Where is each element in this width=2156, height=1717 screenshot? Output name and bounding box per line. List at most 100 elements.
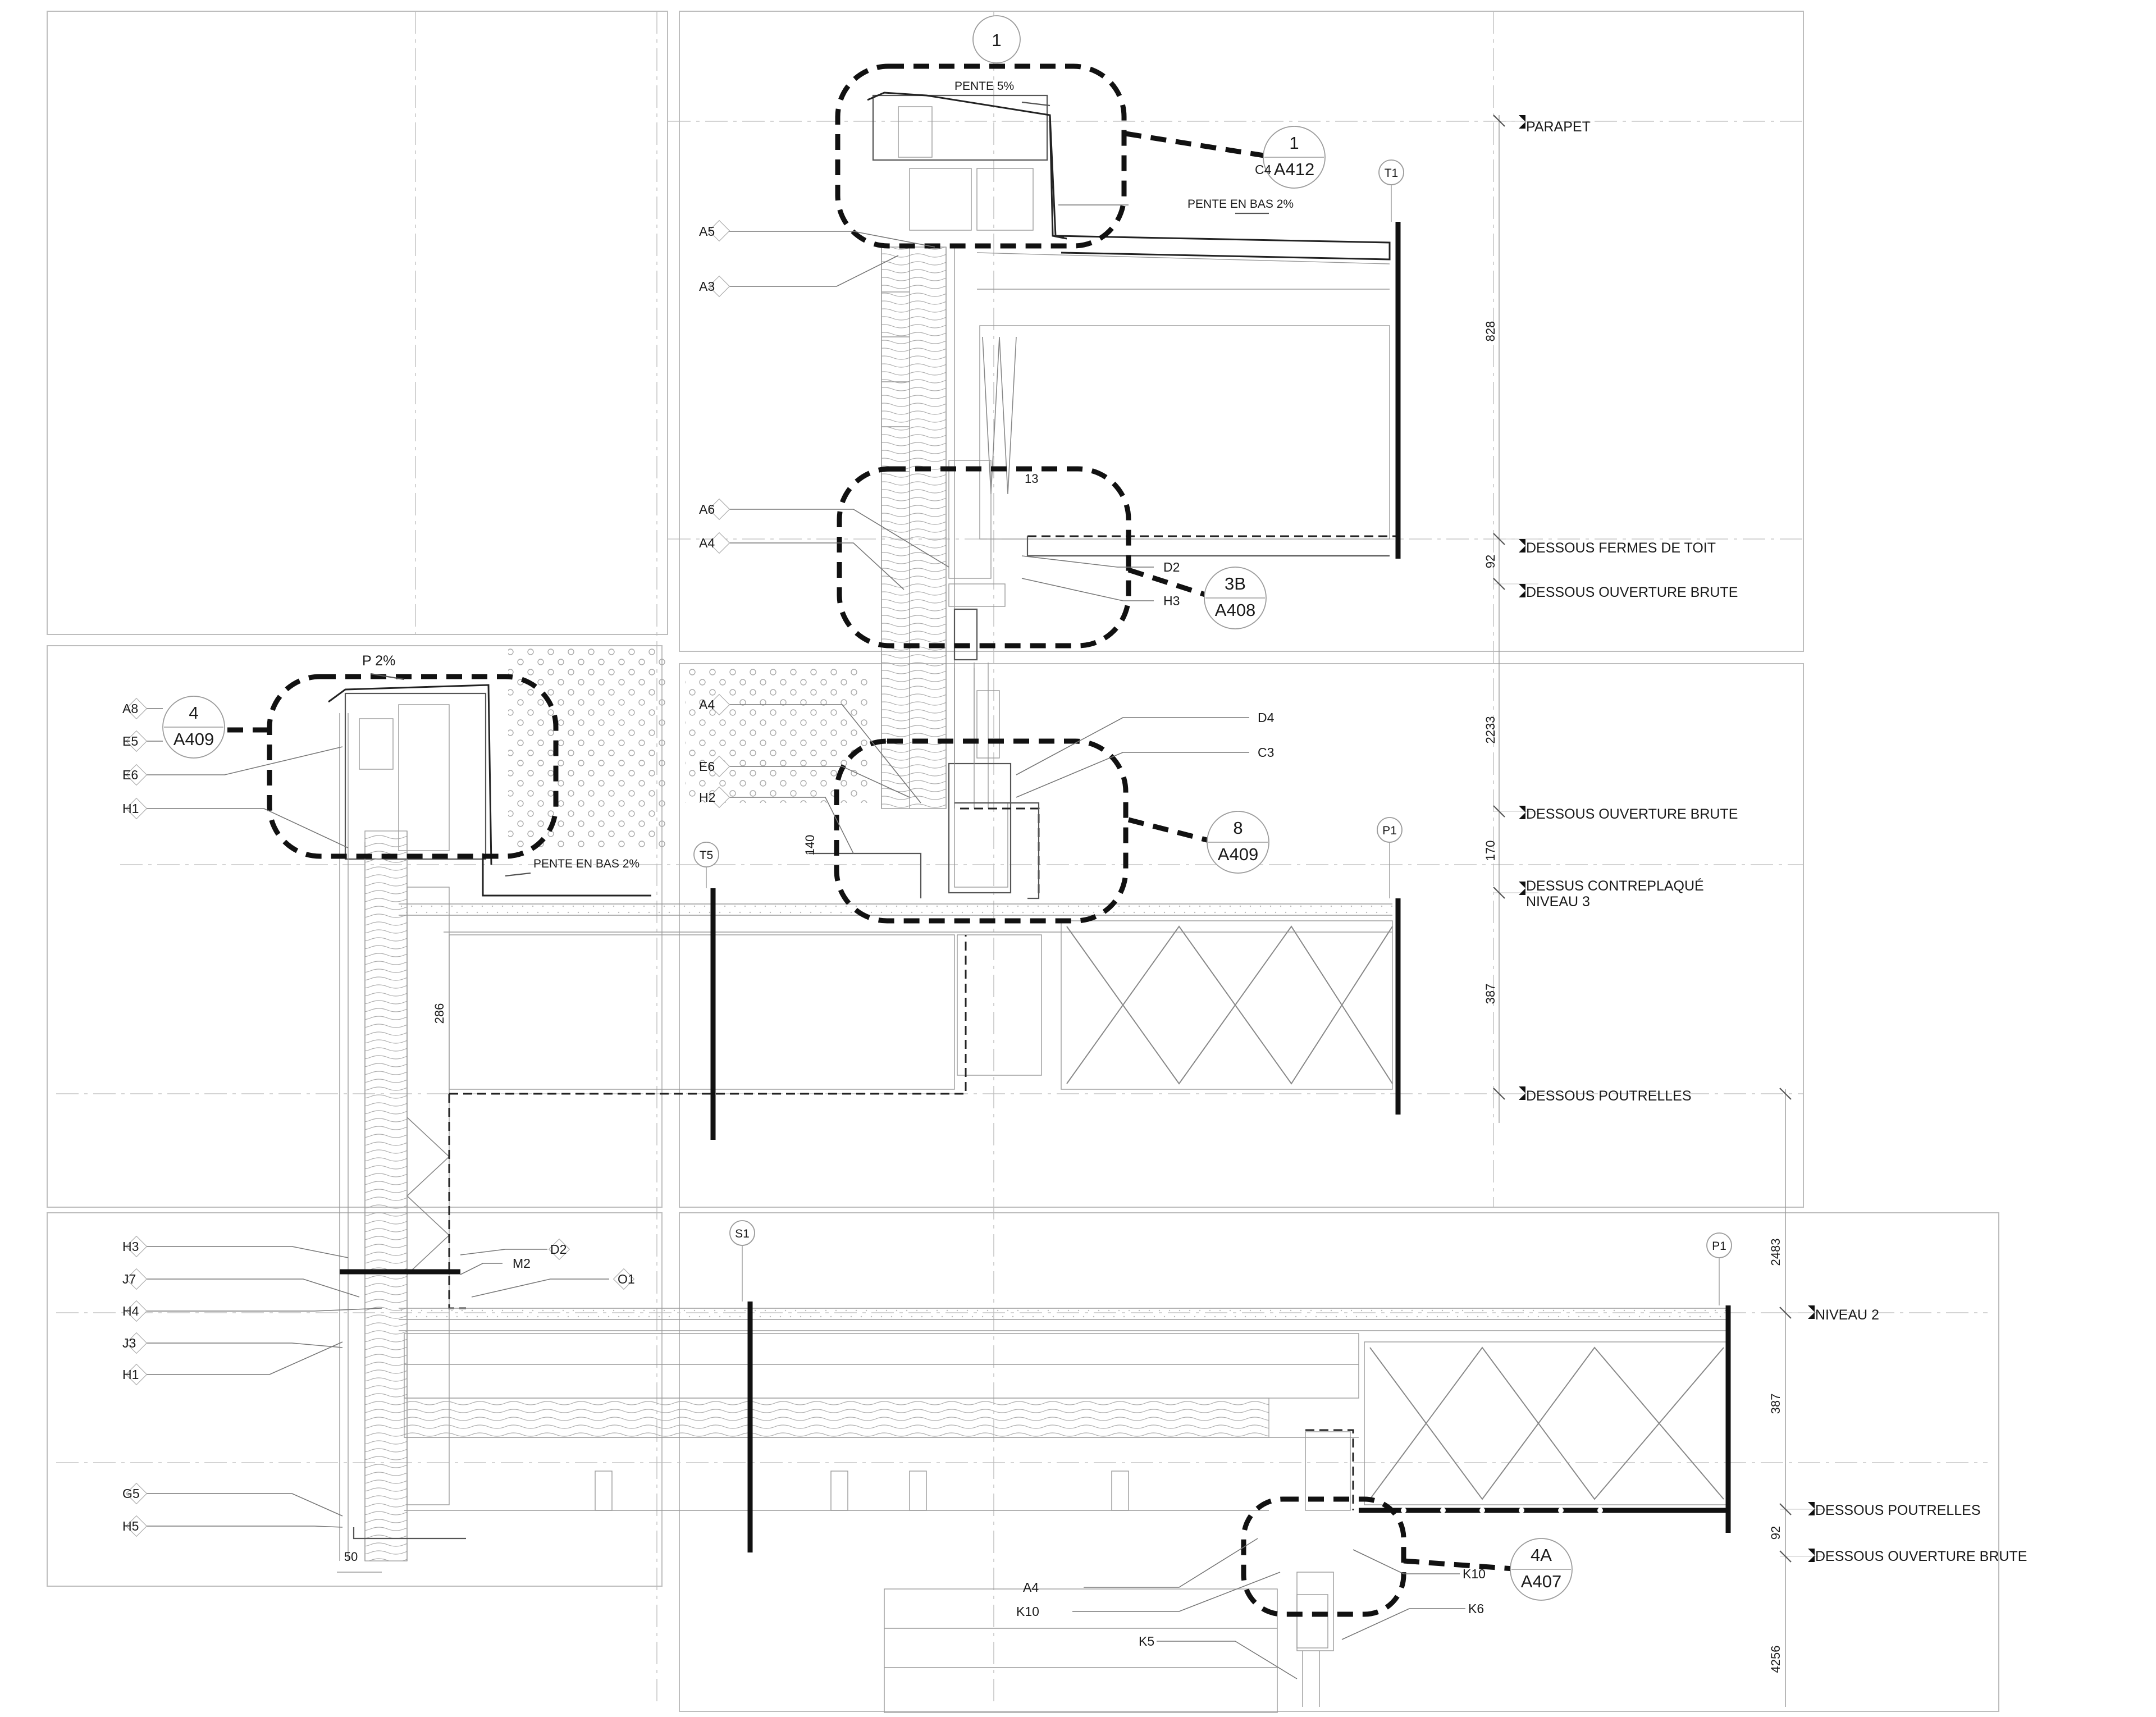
- grid-markers: T1 T5 P1 P1 S1: [693, 159, 1732, 1305]
- dimension-text: 828 92 2233 170 387 2483 387 92 4256 13 …: [337, 321, 1783, 1673]
- level-ouverture-upper: DESSOUS OUVERTURE BRUTE: [1526, 584, 1738, 600]
- dim-387-lower: 387: [1769, 1394, 1783, 1414]
- dim-92-upper: 92: [1483, 555, 1497, 568]
- grid-marker-p1-lower: P1: [1706, 1232, 1732, 1305]
- callout-number: 3B: [1225, 574, 1246, 593]
- tag-j3: J3: [122, 1336, 136, 1350]
- tag-h5: H5: [122, 1519, 139, 1533]
- dim-2483: 2483: [1769, 1239, 1783, 1266]
- sheet-panels: [47, 11, 1999, 1712]
- tag-a8: A8: [122, 701, 138, 716]
- callout-8-a409[interactable]: 8 A409: [1207, 811, 1269, 874]
- dim-4256: 4256: [1769, 1646, 1783, 1673]
- tag-a5: A5: [699, 224, 715, 239]
- dim-140: 140: [803, 835, 817, 856]
- tag-a4-lower: A4: [1023, 1580, 1039, 1595]
- level-ouverture-mid: DESSOUS OUVERTURE BRUTE: [1526, 806, 1738, 822]
- svg-text:T1: T1: [1385, 167, 1399, 180]
- slope-pente-5: PENTE 5%: [954, 80, 1014, 93]
- tag-k10-left: K10: [1016, 1604, 1039, 1619]
- tag-o1: O1: [618, 1272, 635, 1286]
- tag-e6-left: E6: [122, 768, 138, 782]
- callout-number: 4: [189, 703, 198, 723]
- callout-number: 1: [1289, 133, 1299, 153]
- grid-marker-t5: T5: [693, 842, 719, 888]
- grid-marker-s1: S1: [729, 1220, 755, 1302]
- callout-number: 4A: [1531, 1545, 1552, 1565]
- dim-13: 13: [1025, 472, 1038, 486]
- tag-h4: H4: [122, 1304, 139, 1318]
- tag-c3: C3: [1258, 745, 1274, 760]
- callout-sheet: A408: [1215, 600, 1255, 620]
- tag-d2-lower: D2: [550, 1242, 567, 1257]
- dim-828: 828: [1483, 321, 1497, 342]
- dim-170: 170: [1483, 841, 1497, 861]
- tag-j7: J7: [122, 1272, 136, 1286]
- tag-a3: A3: [699, 279, 715, 294]
- svg-text:T5: T5: [700, 849, 714, 862]
- callout-1-a412[interactable]: 1 A412: [1263, 126, 1326, 189]
- detail-clouds: [227, 63, 1522, 1617]
- detail-title: 1: [992, 30, 1001, 50]
- tag-a4-upper: A4: [699, 536, 715, 550]
- callouts: 1 A412 3B A408 4 A409 8 A409 4A A407: [162, 15, 1573, 1601]
- dimension-lines: [1493, 115, 1825, 1707]
- tag-a4-mid: A4: [699, 697, 715, 712]
- svg-text:S1: S1: [735, 1227, 750, 1240]
- floor-2-assembly: [340, 1269, 1731, 1713]
- dim-2233: 2233: [1483, 716, 1497, 744]
- tag-h1-lower: H1: [122, 1367, 139, 1382]
- dim-92-lower: 92: [1769, 1526, 1783, 1540]
- tag-e5: E5: [122, 734, 138, 748]
- beam-bolts: [1401, 1508, 1603, 1513]
- callout-number: 8: [1233, 818, 1243, 838]
- level-niveau-3: NIVEAU 3: [1526, 894, 1590, 910]
- level-ouverture-lower: DESSOUS OUVERTURE BRUTE: [1815, 1549, 2027, 1564]
- level-contreplaque: DESSUS CONTREPLAQUÉ: [1526, 878, 1704, 894]
- tag-e6-mid: E6: [699, 759, 715, 774]
- tag-g5: G5: [122, 1486, 140, 1501]
- level-parapet: PARAPET: [1526, 119, 1591, 135]
- floor-3-assembly: [328, 649, 1401, 1561]
- tag-c4: C4: [1255, 162, 1272, 177]
- callout-4-a409[interactable]: 4 A409: [162, 696, 225, 759]
- level-dessous-poutrelles-lower: DESSOUS POUTRELLES: [1815, 1503, 1981, 1518]
- svg-text:P1: P1: [1712, 1240, 1726, 1253]
- tag-leaders: [140, 204, 1465, 1679]
- tag-h3-upper: H3: [1163, 593, 1180, 608]
- svg-text:P1: P1: [1382, 824, 1397, 837]
- callout-sheet: A412: [1274, 159, 1314, 179]
- tag-m2: M2: [513, 1256, 531, 1271]
- tag-d4: D4: [1258, 710, 1275, 725]
- level-dessous-poutrelles-upper: DESSOUS POUTRELLES: [1526, 1088, 1692, 1104]
- slope-notes: PENTE 5% PENTE EN BAS 2% P 2% PENTE EN B…: [362, 80, 1294, 877]
- tag-h3-lower: H3: [122, 1239, 139, 1254]
- dim-387-upper: 387: [1483, 984, 1497, 1004]
- tag-h1-upper: H1: [122, 801, 139, 816]
- detail-title-bubble: 1: [972, 15, 1021, 63]
- roof-assembly: [867, 92, 1401, 809]
- callout-sheet: A409: [1218, 844, 1258, 864]
- callout-sheet: A409: [173, 729, 214, 749]
- dim-50: 50: [344, 1550, 358, 1564]
- tag-k5: K5: [1139, 1634, 1154, 1648]
- level-dessous-fermes: DESSOUS FERMES DE TOIT: [1526, 540, 1716, 556]
- element-tags: C4 A5 A3 A6 A4 D2 H3 A4 D4 C3 E6 H2 A8 E…: [122, 162, 1486, 1648]
- grid-marker-p1-upper: P1: [1377, 817, 1403, 898]
- tag-d2-upper: D2: [1163, 560, 1180, 574]
- tag-k6: K6: [1468, 1601, 1484, 1616]
- grid-marker-t1: T1: [1378, 159, 1404, 222]
- level-labels: PARAPET DESSOUS FERMES DE TOIT DESSOUS O…: [1526, 119, 2027, 1564]
- slope-pente-bas-2-lower: PENTE EN BAS 2%: [533, 857, 640, 870]
- callout-4a-a407[interactable]: 4A A407: [1510, 1538, 1573, 1601]
- tag-a6: A6: [699, 502, 715, 517]
- callout-3b-a408[interactable]: 3B A408: [1204, 567, 1267, 629]
- tag-h2: H2: [699, 790, 715, 805]
- slope-pente-bas-2-upper: PENTE EN BAS 2%: [1187, 198, 1294, 211]
- level-symbols: [1519, 115, 1815, 1562]
- tag-k10-right: K10: [1463, 1567, 1486, 1581]
- level-niveau-2: NIVEAU 2: [1815, 1307, 1879, 1323]
- slope-p-2: P 2%: [362, 653, 395, 669]
- callout-sheet: A407: [1521, 1572, 1561, 1591]
